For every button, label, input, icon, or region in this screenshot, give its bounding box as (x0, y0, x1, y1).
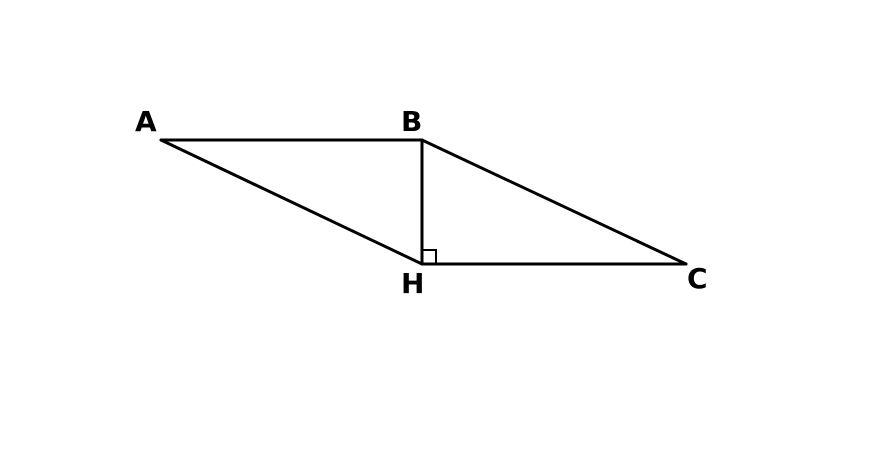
vertex-label-b: B (401, 105, 422, 138)
segment-bc (420, 138, 688, 266)
segment-ah (159, 138, 424, 266)
right-angle-marker (422, 249, 437, 264)
vertex-label-h: H (401, 267, 424, 300)
vertex-label-c: C (687, 262, 708, 295)
vertex-label-a: A (135, 105, 157, 138)
